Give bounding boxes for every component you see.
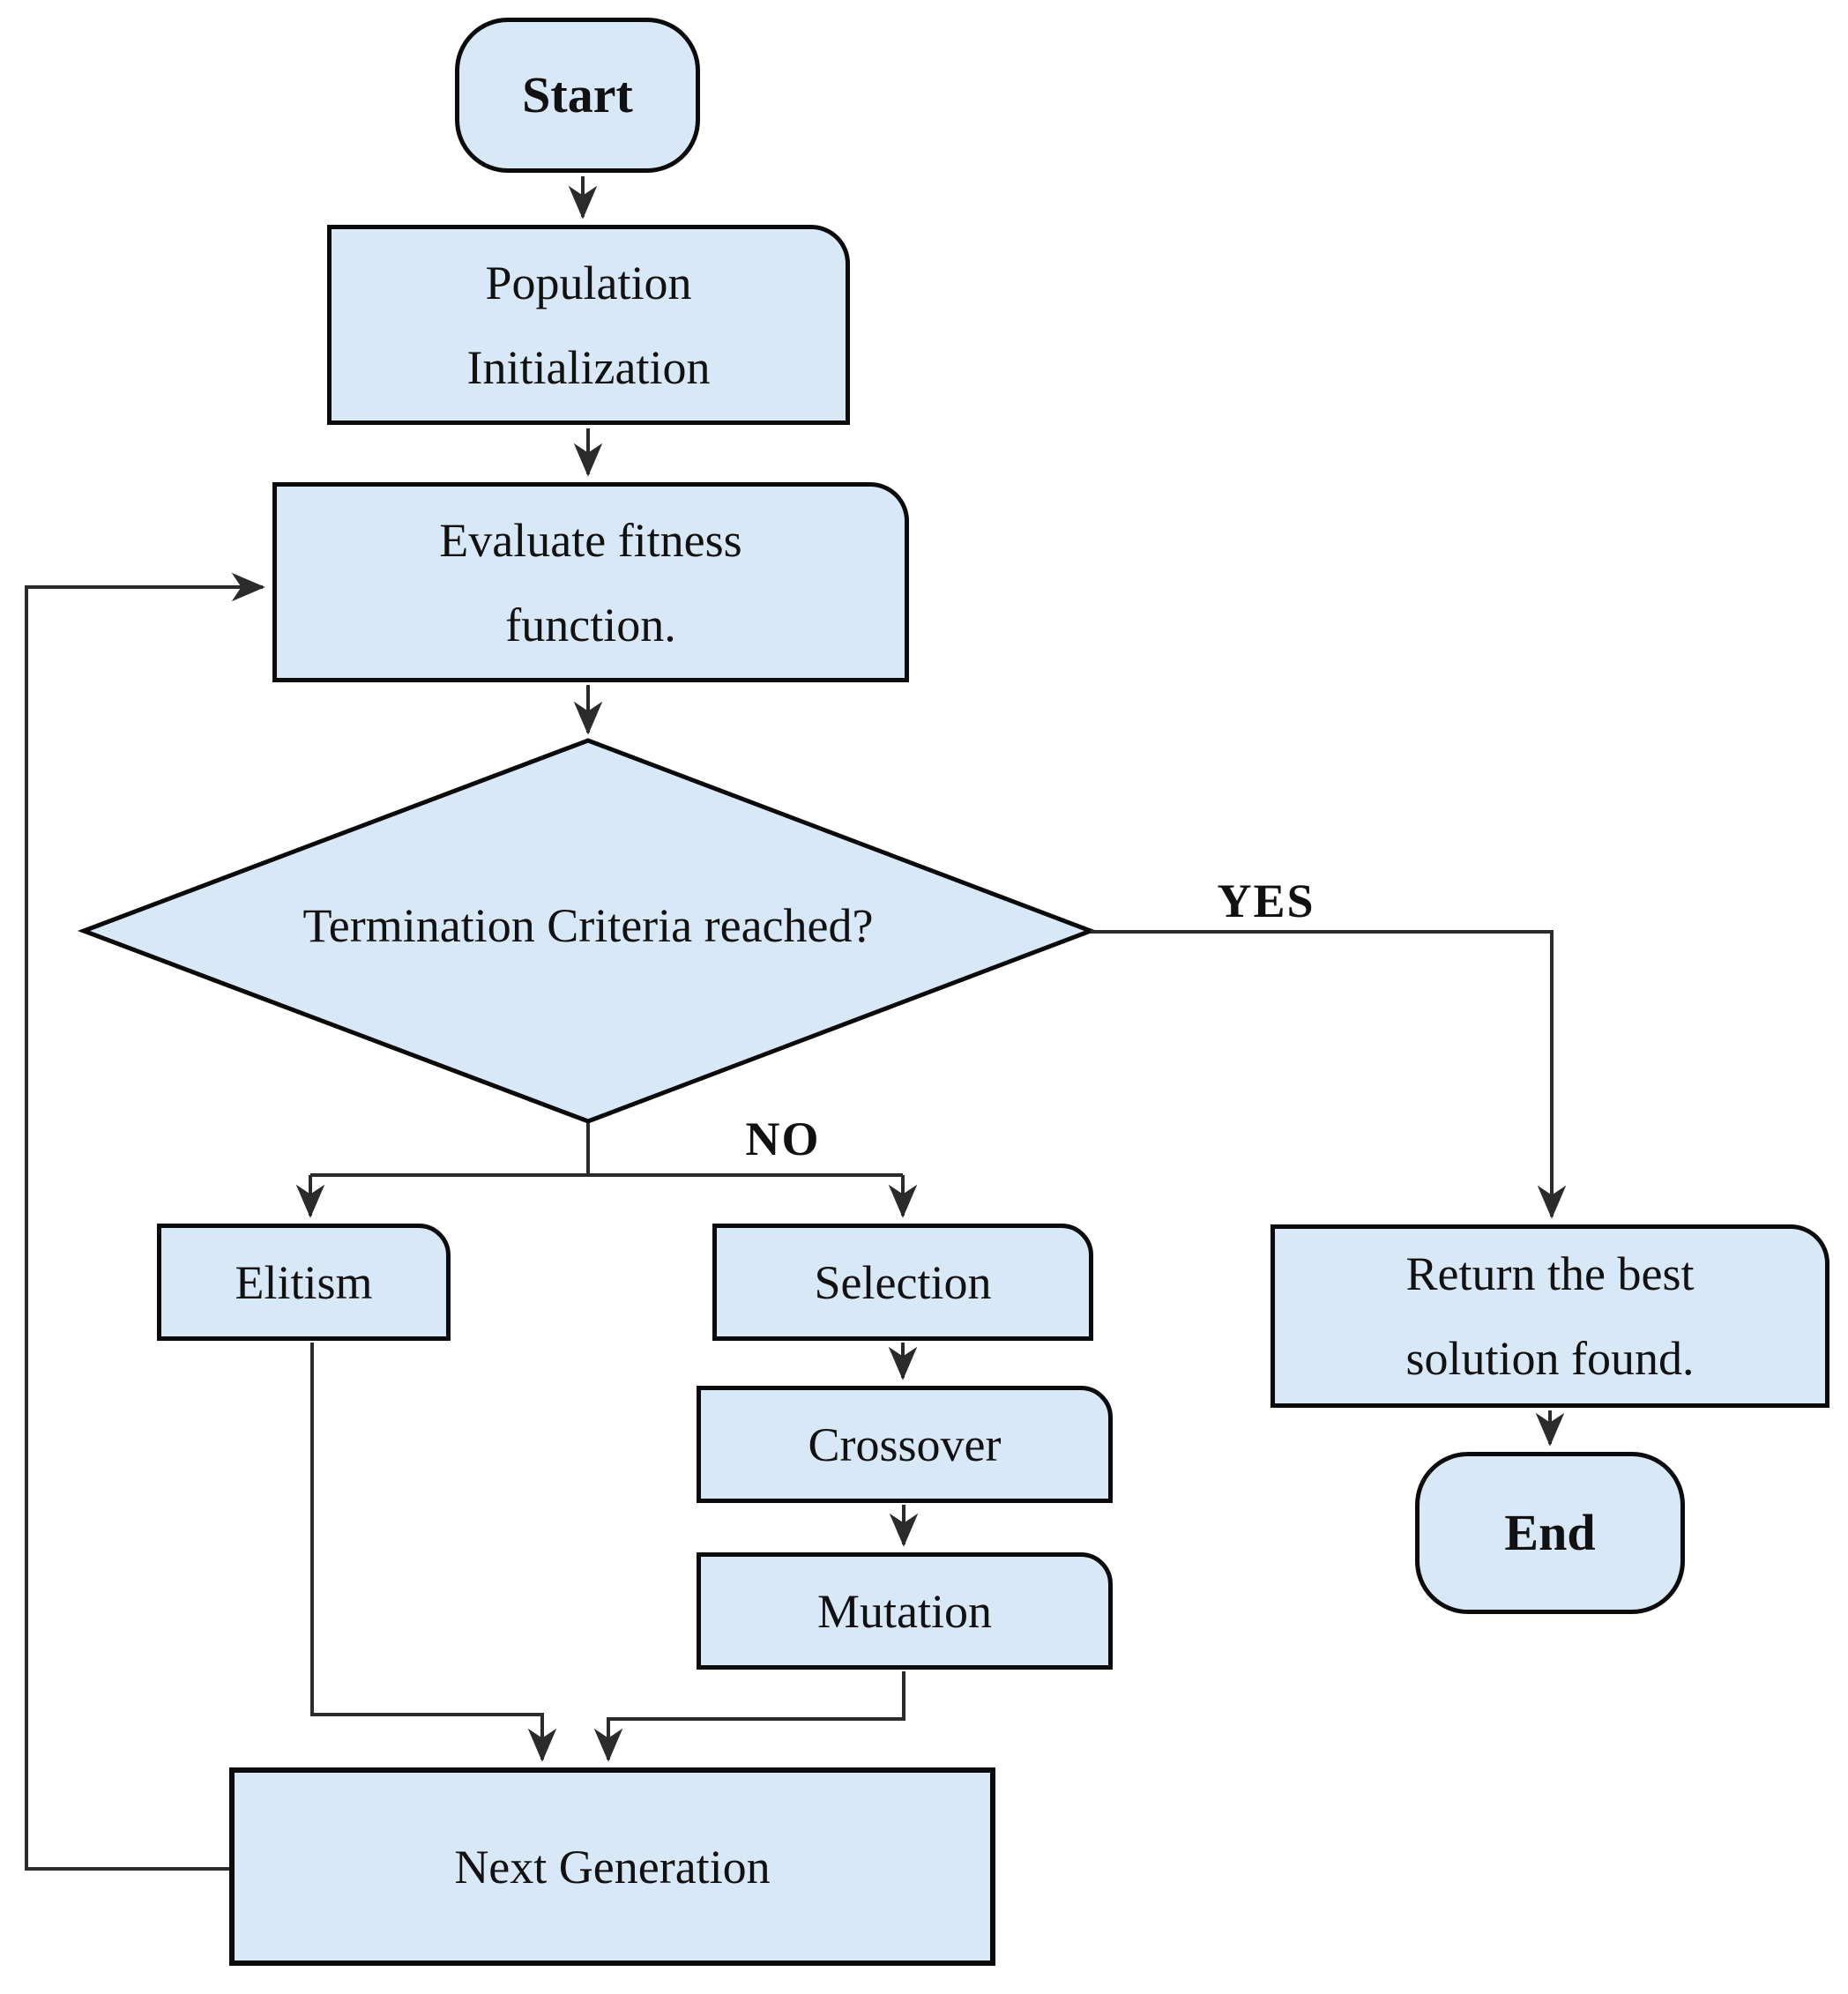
node-evaluate-fitness-line2: function. bbox=[505, 598, 676, 651]
node-population-initialization-line2: Initialization bbox=[466, 340, 711, 394]
node-start: Start bbox=[455, 18, 700, 173]
edge-decision-yes-to-return bbox=[1091, 930, 1567, 1219]
node-selection-label: Selection bbox=[814, 1255, 992, 1309]
node-selection: Selection bbox=[712, 1224, 1093, 1341]
node-next-generation-label: Next Generation bbox=[454, 1840, 771, 1894]
node-elitism-label: Elitism bbox=[235, 1255, 373, 1309]
edge-elitism-to-next-generation bbox=[310, 1343, 557, 1762]
node-end-label: End bbox=[1504, 1504, 1596, 1561]
node-evaluate-fitness-line1: Evaluate fitness bbox=[439, 513, 742, 567]
node-return-best-solution-line2: solution found. bbox=[1405, 1332, 1695, 1385]
node-return-best-solution-line1: Return the best bbox=[1405, 1247, 1695, 1300]
node-next-generation: Next Generation bbox=[229, 1767, 995, 1966]
node-population-initialization: Population Initialization bbox=[327, 225, 850, 425]
node-crossover-label: Crossover bbox=[808, 1417, 1002, 1471]
node-evaluate-fitness: Evaluate fitness function. bbox=[272, 482, 909, 682]
edge-label-no: NO bbox=[745, 1112, 821, 1165]
edge-label-yes: YES bbox=[1217, 874, 1315, 927]
node-elitism: Elitism bbox=[157, 1224, 451, 1341]
node-crossover: Crossover bbox=[697, 1386, 1113, 1503]
node-mutation: Mutation bbox=[697, 1552, 1113, 1670]
node-return-best-solution: Return the best solution found. bbox=[1270, 1224, 1829, 1408]
edge-next-generation-feedback-to-evaluate bbox=[25, 572, 265, 1871]
edge-mutation-to-next-generation bbox=[593, 1671, 905, 1762]
node-population-initialization-line1: Population bbox=[485, 256, 692, 309]
node-start-label: Start bbox=[522, 66, 633, 123]
decision-diamond-shape bbox=[77, 738, 1098, 1124]
node-mutation-label: Mutation bbox=[817, 1584, 992, 1638]
node-end: End bbox=[1415, 1452, 1685, 1614]
